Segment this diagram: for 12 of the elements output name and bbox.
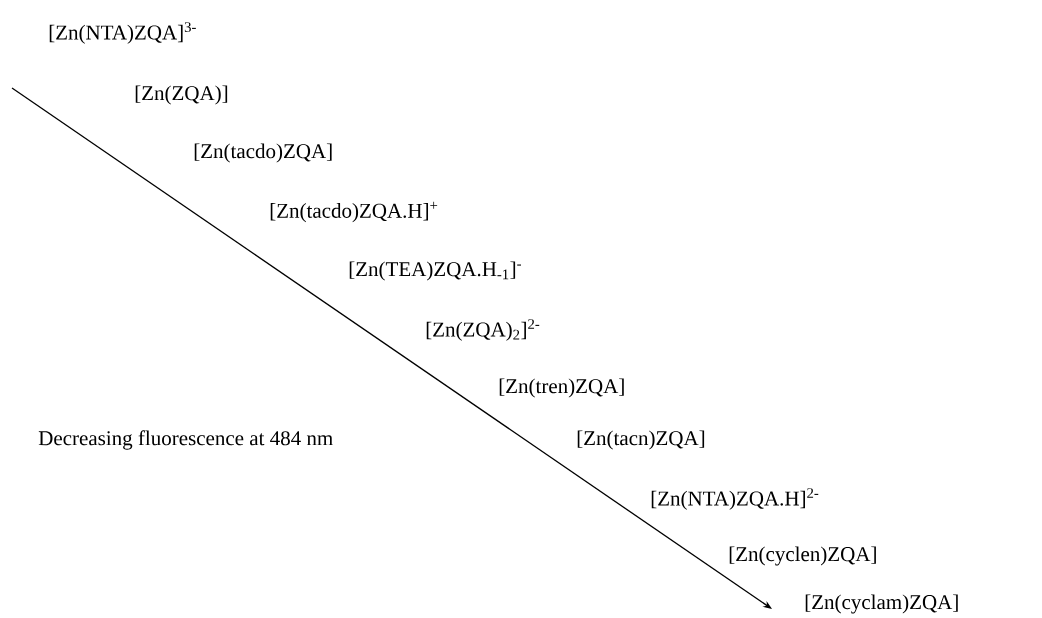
label-text: [Zn(cyclam)ZQA] (803, 593, 961, 615)
label-text: [Zn(NTA)ZQA]$^{3-}$ (47, 21, 198, 45)
label-text: [Zn(ZQA)$_{2}$]$^{2-}$ (424, 318, 542, 342)
label-text: [Zn(NTA)ZQA.H]$^{2-}$ (649, 487, 821, 511)
label-text: [Zn(tren)ZQA] (497, 377, 627, 399)
label-text: [Zn(tacn)ZQA] (575, 429, 707, 451)
label-text: [Zn(TEA)ZQA.H$_{-1}$]$^{-}$ (347, 260, 524, 282)
label-text: [Zn(tacdo)ZQA] (192, 142, 335, 164)
label-text: [Zn(ZQA)] (133, 84, 230, 106)
label-text: Decreasing fluorescence at 484 nm (37, 429, 335, 451)
label-text: [Zn(tacdo)ZQA.H]$^{+}$ (268, 200, 440, 224)
label-text: [Zn(cyclen)ZQA] (727, 545, 879, 567)
